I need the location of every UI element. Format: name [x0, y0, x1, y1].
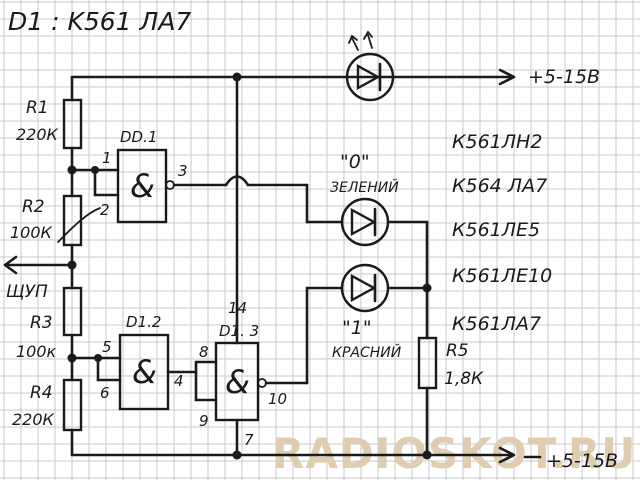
chip-alternative: К561ЛН2	[452, 131, 542, 153]
gate-d12-label: D1.2	[126, 313, 161, 331]
gate-dd1-label: DD.1	[120, 128, 157, 146]
chip-alternatives-list: К561ЛН2 К564 ЛА7 К561ЛЕ5 К561ЛЕ10 К561ЛА…	[452, 131, 552, 335]
gate-d13-label: D1. 3	[219, 322, 259, 340]
led-green	[340, 197, 429, 247]
resistor-r4	[62, 378, 83, 432]
vcc-pin-14: 14	[228, 299, 247, 317]
chip-alternative: К561ЛЕ5	[452, 219, 540, 241]
resistor-r1	[62, 98, 83, 150]
d13-pin-10: 10	[268, 390, 287, 408]
chip-alternative: К561ЛА7	[452, 313, 541, 335]
gate-d12	[70, 333, 218, 411]
ground-rail	[70, 446, 542, 464]
gate-dd1-symbol: &	[130, 167, 155, 205]
led-red	[340, 263, 429, 313]
d13-pin-8: 8	[199, 343, 209, 361]
gate-d13-symbol: &	[225, 363, 250, 401]
gate-dd1	[70, 148, 344, 224]
r3-name: R3	[30, 313, 53, 333]
dd1-pin-3: 3	[178, 162, 188, 180]
watermark: RADIOSKOT.RU	[272, 429, 636, 478]
gate-d13	[214, 75, 344, 457]
d12-pin-6: 6	[100, 384, 110, 402]
r3-value: 100к	[16, 342, 57, 361]
probe-lead	[3, 255, 74, 275]
resistor-r5-net	[422, 220, 432, 457]
indicator-led-top	[345, 30, 395, 102]
supply-voltage-bottom: +5-15В	[546, 450, 618, 472]
r2-value: 100К	[10, 223, 53, 242]
r1-value: 220К	[16, 125, 59, 144]
chip-alternative: К561ЛЕ10	[452, 265, 552, 287]
gnd-pin-7: 7	[244, 431, 254, 449]
r4-name: R4	[30, 383, 53, 403]
diagram-title: D1 : K561 ЛА7	[8, 7, 191, 36]
r1-name: R1	[26, 98, 49, 118]
dd1-pin-2: 2	[100, 201, 110, 219]
red-led-state: "1"	[342, 317, 372, 339]
resistor-r5	[417, 336, 438, 390]
probe-label: ЩУП	[6, 282, 48, 302]
chip-alternative: К564 ЛА7	[452, 175, 547, 197]
gate-d12-symbol: &	[132, 353, 157, 391]
dd1-pin-1: 1	[102, 149, 112, 167]
d12-pin-4: 4	[174, 372, 184, 390]
r2-name: R2	[22, 197, 45, 217]
green-led-state: "0"	[340, 151, 370, 173]
r5-value: 1,8К	[444, 369, 484, 389]
r5-name: R5	[446, 341, 469, 361]
r4-value: 220К	[12, 410, 55, 429]
d13-pin-9: 9	[199, 412, 209, 430]
supply-voltage-top: +5-15В	[528, 66, 600, 88]
d12-pin-5: 5	[102, 338, 112, 356]
r2-adjust-arrow	[57, 207, 101, 243]
green-led-color: ЗЕЛЕНИЙ	[330, 178, 399, 196]
red-led-color: КРАСНИЙ	[332, 343, 402, 361]
resistor-r3	[62, 286, 83, 337]
